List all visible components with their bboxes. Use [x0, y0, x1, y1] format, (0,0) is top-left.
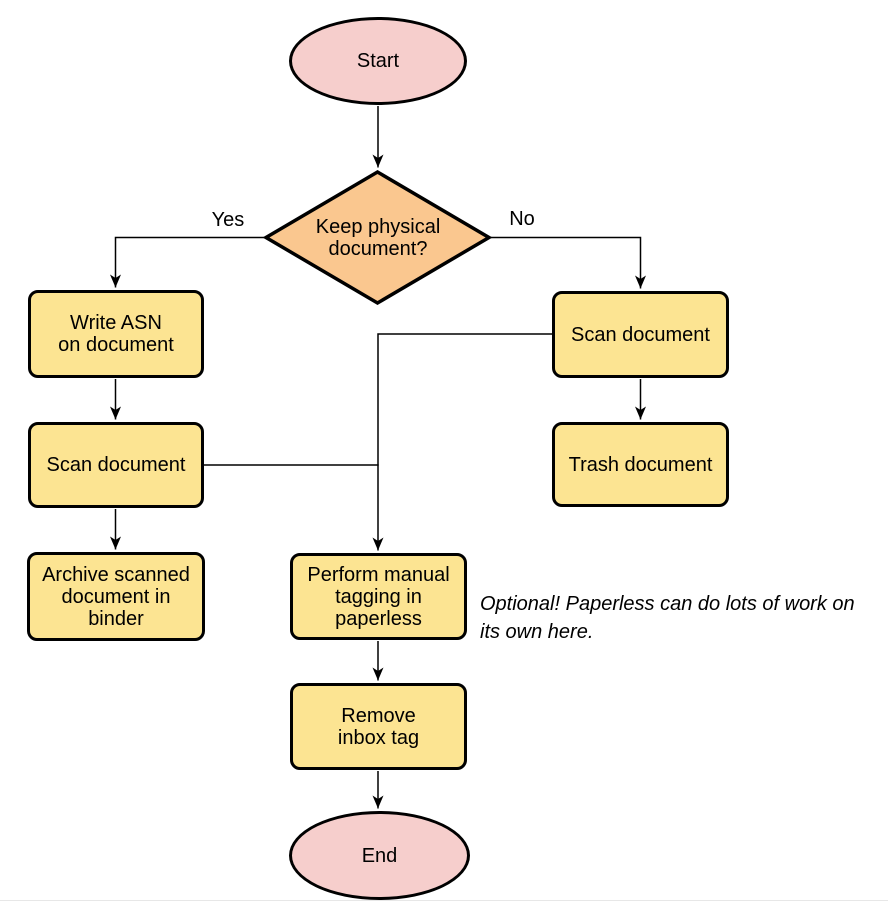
bottom-divider	[0, 900, 888, 901]
edge-decision-no-to-scan-right	[490, 236, 646, 289]
node-write-asn: Write ASN on document	[28, 290, 204, 378]
node-decision-label: Keep physical document?	[315, 215, 441, 260]
edge-label-yes: Yes	[211, 209, 245, 231]
node-manual-tagging: Perform manual tagging in paperless	[290, 553, 467, 640]
node-remove-inbox-tag-label: Remove inbox tag	[337, 704, 420, 749]
node-scan-document-left-label: Scan document	[46, 454, 186, 476]
edge-scan-right-to-tagging	[372, 333, 552, 551]
node-remove-inbox-tag: Remove inbox tag	[290, 683, 467, 770]
annotation-note: Optional! Paperless can do lots of work …	[480, 593, 855, 643]
node-end: End	[289, 811, 470, 900]
node-scan-document-right: Scan document	[552, 291, 729, 378]
node-start-label: Start	[356, 50, 400, 72]
node-scan-document-right-label: Scan document	[571, 323, 710, 346]
node-trash-document-label: Trash document	[568, 453, 713, 476]
decision-diamond	[262, 169, 493, 306]
node-end-label: End	[361, 844, 398, 867]
node-write-asn-label: Write ASN on document	[58, 312, 174, 356]
edge-label-no: No	[509, 208, 535, 230]
node-manual-tagging-label: Perform manual tagging in paperless	[307, 563, 450, 630]
node-start: Start	[289, 17, 467, 105]
node-archive-binder-label: Archive scanned document in binder	[42, 563, 190, 630]
edge-decision-yes-to-write-asn	[110, 236, 265, 288]
node-scan-document-left: Scan document	[28, 422, 204, 508]
node-archive-binder: Archive scanned document in binder	[27, 552, 205, 641]
node-trash-document: Trash document	[552, 422, 729, 507]
